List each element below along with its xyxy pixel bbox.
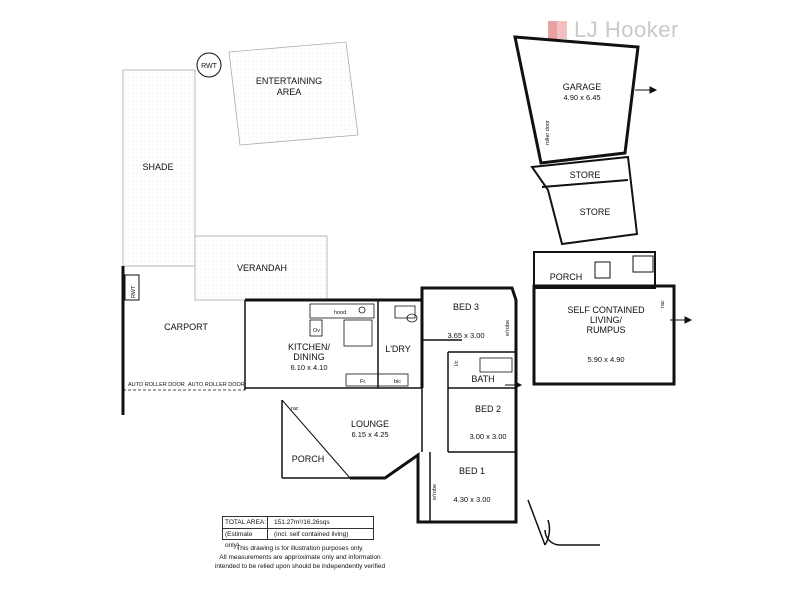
sc-rac-label: rac xyxy=(660,300,666,308)
entertaining-area xyxy=(228,41,359,146)
rwt-top-circle xyxy=(196,52,222,78)
area-table: TOTAL AREA: 151.27m²/16.26sqs (Estimate … xyxy=(222,516,374,549)
verandah-label: VERANDAH xyxy=(237,263,287,273)
garage-label: GARAGE xyxy=(563,82,602,92)
sc-dimensions: 5.90 x 4.90 xyxy=(587,355,624,364)
store1-label: STORE xyxy=(570,170,601,180)
brand-name: LJ Hooker xyxy=(574,17,679,42)
kitchen-fixtures xyxy=(309,303,513,387)
self-contained-walls xyxy=(532,251,676,386)
shade-label: SHADE xyxy=(142,162,173,172)
area-value-estimate: (incl. self contained living) xyxy=(274,531,349,538)
entertaining-label-2: AREA xyxy=(277,87,302,97)
garage-roller-door-label: roller door xyxy=(545,120,551,145)
door-swings xyxy=(527,499,600,546)
porch-label: PORCH xyxy=(292,454,325,464)
kitchen-dimensions: 6.10 x 4.10 xyxy=(290,363,327,372)
garage-dimensions: 4.90 x 6.45 xyxy=(563,93,600,102)
hood-label: hood xyxy=(334,310,346,316)
garage-walls xyxy=(513,35,640,246)
carport-label: CARPORT xyxy=(164,322,208,332)
sc-label-3: RUMPUS xyxy=(586,325,625,335)
bed3-label: BED 3 xyxy=(453,302,479,312)
bed2-dimensions: 3.00 x 3.00 xyxy=(469,432,506,441)
disclaimer-line-3: intended to be relied upon should be ind… xyxy=(214,563,386,570)
lounge-label: LOUNGE xyxy=(351,419,389,429)
porch-rac-label: rac xyxy=(291,406,299,412)
sc-label-2: LIVING/ xyxy=(590,315,623,325)
rwt-side-label: RWT xyxy=(131,285,137,298)
bed1-wardrobe-label: w'robe xyxy=(432,484,438,501)
bed2-label: BED 2 xyxy=(475,404,501,414)
kitchen-label-1: KITCHEN/ xyxy=(288,342,331,352)
brand-logo: LJ Hooker xyxy=(548,16,679,44)
main-house-walls xyxy=(245,286,518,524)
brand-logo-mark xyxy=(548,19,570,41)
auto-door-label-1: AUTO ROLLER DOOR xyxy=(128,382,185,388)
bed3-dimensions: 3.65 x 3.00 xyxy=(447,331,484,340)
area-row-total: TOTAL AREA: 151.27m²/16.26sqs xyxy=(223,517,373,529)
area-label-total: TOTAL AREA: xyxy=(225,517,268,528)
rwt-top-label: RWT xyxy=(201,63,218,70)
verandah-area xyxy=(194,235,328,301)
direction-arrows xyxy=(505,86,693,389)
bed3-wardrobe-label: w'robe xyxy=(505,320,511,337)
bath-label: BATH xyxy=(471,374,494,384)
fridge-label: Fr. xyxy=(360,379,367,385)
area-label-estimate: (Estimate only) xyxy=(223,529,268,549)
entertaining-label-1: ENTERTAINING xyxy=(256,76,322,86)
sc-label-1: SELF CONTAINED xyxy=(567,305,645,315)
lounge-dimensions: 6.15 x 4.25 xyxy=(351,430,388,439)
auto-door-label-2: AUTO ROLLER DOOR xyxy=(188,382,245,388)
bed1-label: BED 1 xyxy=(459,466,485,476)
carport-outline xyxy=(121,266,246,415)
laundry-label: L'DRY xyxy=(385,344,411,354)
oven-label: Ov xyxy=(313,328,320,334)
shade-area xyxy=(122,69,196,267)
disclaimer-line-1: This drawing is for illustration purpose… xyxy=(236,545,364,552)
bed1-dimensions: 4.30 x 3.00 xyxy=(453,495,490,504)
disclaimer: This drawing is for illustration purpose… xyxy=(200,544,400,571)
disclaimer-line-2: All measurements are approximate only an… xyxy=(219,554,381,561)
kitchen-bic-label: bic xyxy=(394,379,401,385)
bath-lic-label: l/c xyxy=(454,360,460,366)
area-row-estimate: (Estimate only) (incl. self contained li… xyxy=(223,529,373,549)
area-value-total: 151.27m²/16.26sqs xyxy=(274,519,330,526)
store2-label: STORE xyxy=(580,207,611,217)
sc-porch-label: PORCH xyxy=(550,272,583,282)
kitchen-label-2: DINING xyxy=(293,352,325,362)
